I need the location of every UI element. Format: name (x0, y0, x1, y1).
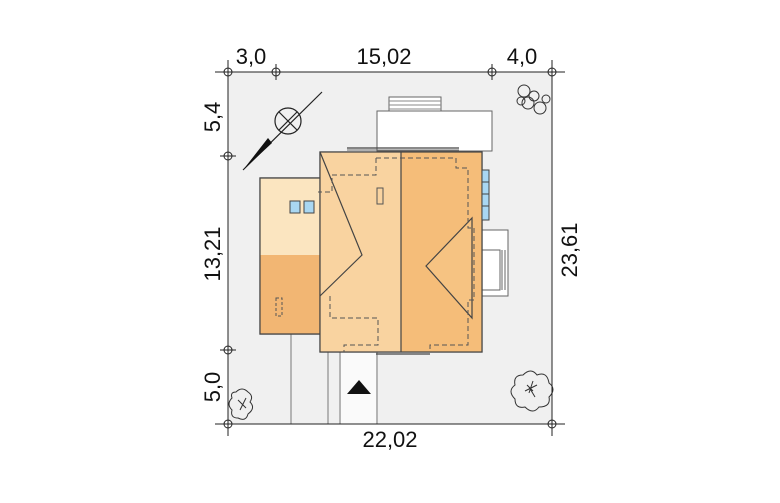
main-roof (318, 147, 490, 355)
dim-bottom-total: 22,02 (362, 427, 417, 452)
dim-left-bottom: 5,0 (200, 372, 225, 403)
dimension-lines (215, 60, 565, 436)
tree-icon (228, 388, 254, 420)
dim-left-middle: 13,21 (200, 226, 225, 281)
dim-right-total: 23,61 (557, 222, 582, 277)
north-compass-icon (242, 91, 323, 171)
dim-top-middle: 15,02 (356, 44, 411, 69)
dim-top-left: 3,0 (236, 44, 267, 69)
entrance-arrow-icon (347, 380, 371, 394)
dim-top-right: 4,0 (507, 44, 538, 69)
roof-window (289, 200, 301, 214)
roof-window (303, 200, 315, 214)
shrub-icon (516, 84, 551, 115)
tree-icon (510, 370, 554, 412)
terrace (376, 96, 493, 152)
dim-left-top: 5,4 (200, 102, 225, 133)
